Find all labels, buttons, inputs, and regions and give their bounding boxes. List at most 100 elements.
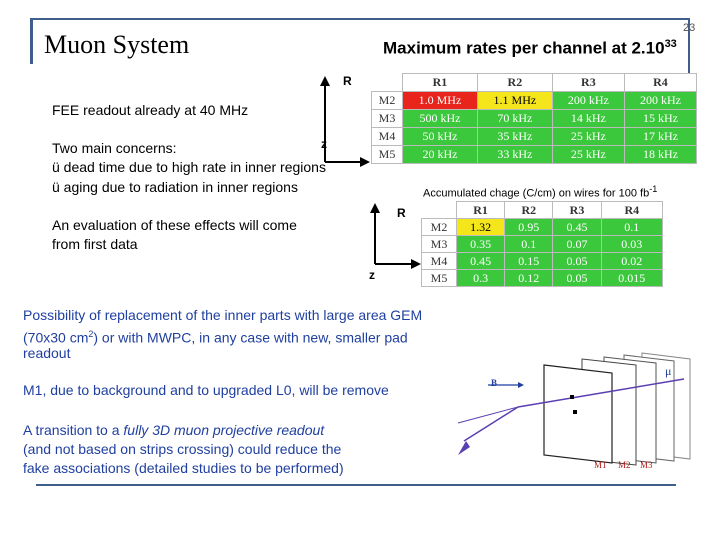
rates-heading: Maximum rates per channel at 2.1033: [383, 38, 677, 59]
rates-cell: 200 kHz: [551, 91, 625, 110]
table-row: M4 50 kHz 35 kHz 25 kHz 17 kHz: [371, 127, 698, 146]
rates-cell: 50 kHz: [402, 127, 478, 146]
rates-row-label: M2: [371, 91, 403, 110]
m3-label: M3: [640, 460, 653, 470]
charge-z-arrow-icon: [411, 259, 421, 269]
hit-marker: [570, 395, 574, 399]
charge-row-label: M5: [421, 269, 457, 287]
transition-line-1-pre: A transition to a: [23, 422, 124, 438]
rates-row-label: M5: [371, 145, 403, 164]
charge-axis-r: R: [397, 206, 406, 220]
rates-cell: 200 kHz: [623, 91, 698, 110]
rates-axis-r: R: [343, 74, 352, 88]
transition-line-1: A transition to a fully 3D muon projecti…: [23, 421, 324, 440]
charge-cell: 0.02: [600, 252, 664, 270]
charge-row-label: M4: [421, 252, 457, 270]
charge-header-row: R1 R2 R3 R4: [421, 201, 664, 219]
rates-z-arrow-icon: [360, 157, 370, 167]
charge-cell: 0.1: [504, 235, 554, 253]
rates-row-label: M3: [371, 109, 403, 128]
charge-row-label: M3: [421, 235, 457, 253]
replacement-line-1: Possibility of replacement of the inner …: [23, 307, 423, 323]
rates-r-arrow-icon: [320, 76, 330, 86]
muon-track-extrapolation: [463, 406, 519, 442]
b-field-arrow-icon: [518, 382, 524, 388]
charge-col-r4: R4: [600, 201, 664, 219]
mu-label: μ: [665, 364, 672, 378]
charge-table: R1 R2 R3 R4 M2 1.32 0.95 0.45 0.1 M3 0.3…: [421, 201, 664, 287]
replacement-line-2-exp: 2: [88, 329, 94, 339]
m1-label: M1: [594, 460, 607, 470]
rates-cell: 35 kHz: [476, 127, 553, 146]
table-row: M5 0.3 0.12 0.05 0.015: [421, 269, 664, 287]
rates-cell: 1.1 MHz: [476, 91, 553, 110]
evaluation-line-1: An evaluation of these effects will come: [52, 217, 297, 233]
charge-cell: 1.32: [455, 218, 506, 236]
charge-cell: 0.03: [600, 235, 664, 253]
charge-caption: Accumulated chage (C/cm) on wires for 10…: [423, 184, 657, 200]
table-row: M5 20 kHz 33 kHz 25 kHz 18 kHz: [371, 145, 698, 164]
rates-table: R1 R2 R3 R4 M2 1.0 MHz 1.1 MHz 200 kHz 2…: [371, 73, 698, 164]
transition-line-3: fake associations (detailed studies to b…: [23, 460, 344, 476]
right-frame-line: [688, 18, 690, 73]
rates-cell: 18 kHz: [623, 145, 698, 164]
rates-cell: 1.0 MHz: [402, 91, 478, 110]
rates-axes: [320, 76, 370, 167]
charge-cell: 0.3: [455, 269, 506, 287]
rates-col-r3: R3: [551, 73, 625, 92]
charge-cell: 0.45: [455, 252, 506, 270]
charge-cell: 0.05: [552, 252, 602, 270]
muon-track-extrapolation-alt: [457, 406, 519, 424]
top-frame-line: [30, 18, 690, 20]
rates-corner-cell: [371, 73, 403, 92]
rates-cell: 25 kHz: [551, 127, 625, 146]
footer-line: [36, 484, 676, 486]
slide-title: Muon System: [44, 30, 190, 59]
charge-cell: 0.07: [552, 235, 602, 253]
rates-header-row: R1 R2 R3 R4: [371, 73, 698, 92]
table-row: M3 0.35 0.1 0.07 0.03: [421, 235, 664, 253]
charge-caption-text: Accumulated chage (C/cm) on wires for 10…: [423, 187, 650, 200]
track-arrow-icon: [458, 441, 470, 455]
charge-r-arrow-icon: [370, 203, 380, 213]
muon-track-line: [517, 378, 685, 408]
replacement-line-2-pre: (70x30 cm: [23, 329, 89, 346]
charge-cell: 0.35: [455, 235, 506, 253]
rates-axis-z: z: [321, 137, 327, 151]
charge-cell: 0.95: [504, 218, 554, 236]
rates-cell: 17 kHz: [623, 127, 698, 146]
charge-col-r2: R2: [504, 201, 554, 219]
detector-plane-front: [543, 364, 613, 464]
rates-cell: 33 kHz: [476, 145, 553, 164]
charge-cell: 0.15: [504, 252, 554, 270]
rates-cell: 25 kHz: [551, 145, 625, 164]
charge-col-r1: R1: [455, 201, 506, 219]
rates-cell: 20 kHz: [402, 145, 478, 164]
rates-heading-exponent: 33: [664, 38, 677, 50]
fee-line: FEE readout already at 40 MHz: [52, 102, 249, 118]
page-number: 23: [683, 22, 696, 34]
b-field-label: B: [491, 378, 498, 388]
hit-marker: [573, 410, 577, 414]
charge-caption-exponent: -1: [649, 184, 658, 194]
concern-1: ü dead time due to high rate in inner re…: [52, 159, 326, 175]
charge-cell: 0.45: [552, 218, 602, 236]
replacement-line-2: (70x30 cm2) or with MWPC, in any case wi…: [23, 325, 408, 348]
muon-detector-figure: [457, 352, 691, 466]
m2-label: M2: [618, 460, 631, 470]
charge-row-label: M2: [421, 218, 457, 236]
rates-cell: 15 kHz: [623, 109, 698, 128]
concern-2: ü aging due to radiation in inner region…: [52, 179, 298, 195]
replacement-line-3: readout: [23, 345, 71, 361]
table-row: M2 1.0 MHz 1.1 MHz 200 kHz 200 kHz: [371, 91, 698, 110]
rates-cell: 500 kHz: [402, 109, 478, 128]
table-row: M2 1.32 0.95 0.45 0.1: [421, 218, 664, 236]
rates-col-r4: R4: [623, 73, 698, 92]
left-frame-line: [30, 18, 33, 64]
rates-row-label: M4: [371, 127, 403, 146]
charge-cell: 0.12: [504, 269, 554, 287]
replacement-line-2-post: ) or with MWPC, in any case with new, sm…: [93, 329, 408, 346]
charge-col-r3: R3: [552, 201, 602, 219]
transition-line-1-emphasis: fully 3D muon projective readout: [123, 422, 325, 438]
rates-heading-text: Maximum rates per channel at 2.10: [383, 38, 665, 58]
